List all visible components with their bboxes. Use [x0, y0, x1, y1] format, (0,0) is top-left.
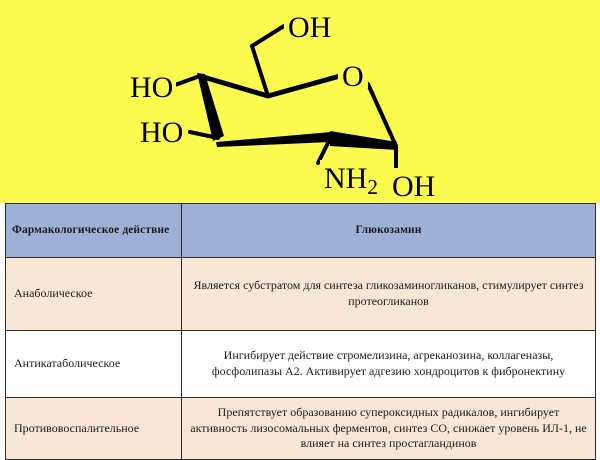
- column-header-compound: Глюкозамин: [181, 203, 596, 258]
- molecule-panel: OH HO HO O NH2 OH OH HO HO O N: [0, 0, 600, 203]
- svg-text:HO: HO: [130, 71, 173, 104]
- column-header-action: Фармакологическое действие: [5, 203, 182, 258]
- table-row: Антикатаболическое Ингибирует действие с…: [5, 330, 596, 398]
- action-anabolic: Анаболическое: [5, 257, 182, 331]
- svg-text:OH: OH: [392, 170, 435, 203]
- svg-text:OH: OH: [288, 11, 331, 44]
- svg-text:HO: HO: [140, 116, 183, 149]
- pharmacological-action-table: Фармакологическое действие Глюкозамин Ан…: [5, 203, 596, 460]
- action-anticatabolic: Антикатаболическое: [5, 330, 182, 398]
- glucosamine-structure-diagram: OH HO HO O NH2 OH OH HO HO O N: [126, 10, 438, 203]
- svg-text:O: O: [342, 60, 364, 93]
- table-row: Анаболическое Является субстратом для си…: [5, 257, 596, 331]
- effect-anabolic: Является субстратом для синтеза гликозам…: [181, 257, 596, 331]
- effect-anticatabolic: Ингибирует действие стромелизина, агрека…: [181, 330, 596, 398]
- table-header-row: Фармакологическое действие Глюкозамин: [5, 203, 596, 258]
